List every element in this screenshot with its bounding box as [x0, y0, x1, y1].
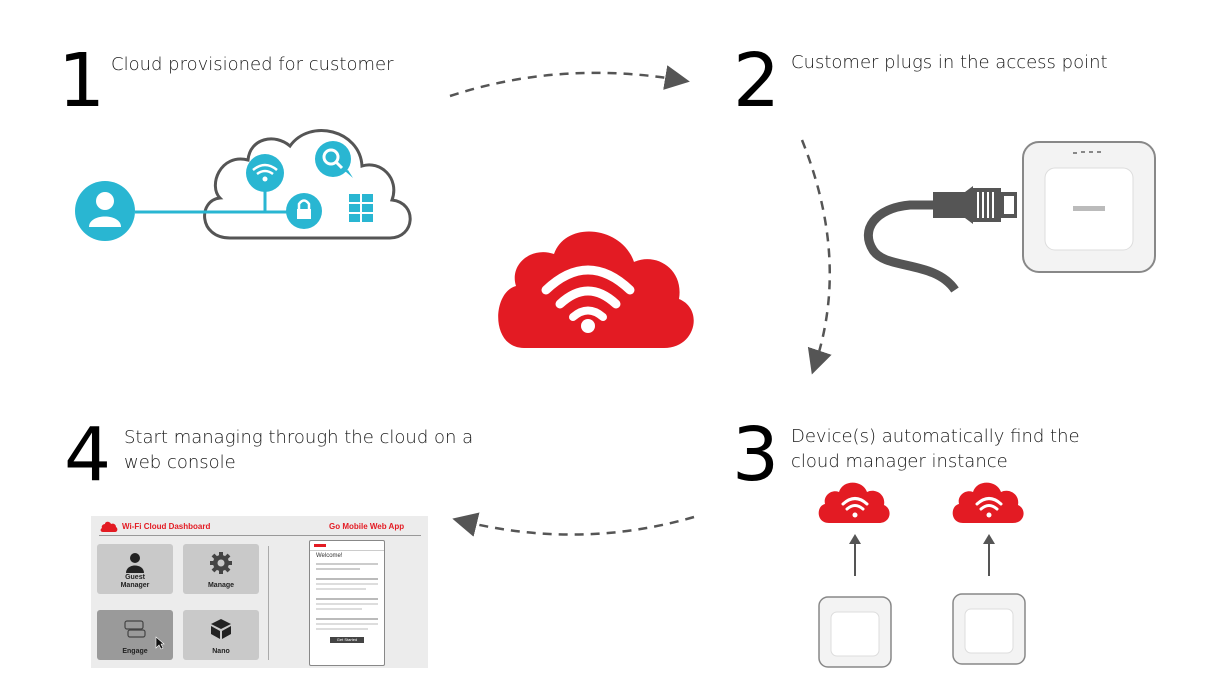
- step-2-number: 2: [733, 38, 781, 124]
- wifi-cloud-icon: [952, 482, 1024, 523]
- ethernet-cable-icon: [863, 186, 1017, 293]
- access-point-icon: [1022, 141, 1156, 273]
- cloud-logo-icon: [100, 521, 118, 532]
- wifi-cloud-icon: [818, 482, 890, 523]
- tile-manage[interactable]: Manage: [183, 544, 259, 594]
- phone-start-button[interactable]: Get Started: [330, 637, 364, 643]
- step-1-text: Cloud provisioned for customer: [111, 54, 394, 75]
- arrow-2-to-3: [800, 139, 832, 375]
- search-icon: [315, 141, 353, 178]
- tile-nano[interactable]: Nano: [183, 610, 259, 660]
- gear-icon: [210, 552, 232, 574]
- phone-content: [316, 563, 378, 630]
- wifi-cloud-icon: [498, 231, 694, 348]
- tile-label: Engage: [122, 648, 148, 655]
- arrow-3-to-4: [452, 512, 695, 537]
- windows-icon: [349, 194, 373, 222]
- phone-header: [310, 541, 384, 551]
- lock-icon: [286, 193, 322, 229]
- cursor-icon: [155, 636, 165, 650]
- step-4-number: 4: [64, 412, 112, 498]
- user-icon: [126, 553, 144, 573]
- access-point-icon: [952, 593, 1026, 665]
- arrow-1-to-2: [449, 65, 690, 98]
- phone-welcome: Welcome!: [316, 553, 343, 559]
- access-point-icon: [818, 596, 892, 668]
- dashboard-title: Wi-Fi Cloud Dashboard: [122, 522, 211, 531]
- mobile-app-label: Go Mobile Web App: [329, 522, 405, 531]
- tile-label: Nano: [212, 648, 230, 655]
- tile-guest-manager[interactable]: Guest Manager: [97, 544, 173, 594]
- step-3-text: Device(s) automatically find the cloud m…: [791, 426, 1080, 472]
- step-4-text: Start managing through the cloud on a we…: [124, 427, 474, 473]
- header-divider: [99, 535, 421, 536]
- dashboard-screenshot: Wi-Fi Cloud Dashboard Go Mobile Web App …: [91, 516, 428, 668]
- cloud-provisioning-illustration: [75, 129, 412, 241]
- nano-icon: [211, 619, 231, 639]
- user-icon: [75, 181, 135, 241]
- wifi-icon: [246, 154, 284, 192]
- step-3-number: 3: [732, 412, 780, 498]
- phone-mockup: Welcome! Get Started: [309, 540, 385, 666]
- arrow-up-icon: [849, 534, 861, 576]
- tile-label: Manage: [207, 582, 235, 589]
- device-1-group: [818, 482, 892, 668]
- panel-divider: [268, 546, 269, 660]
- step-1-number: 1: [58, 38, 106, 124]
- device-2-group: [952, 482, 1026, 665]
- tile-engage[interactable]: Engage: [97, 610, 173, 660]
- step-2-text: Customer plugs in the access point: [791, 52, 1108, 73]
- tile-label: Guest Manager: [120, 574, 150, 589]
- arrow-up-icon: [983, 534, 995, 576]
- chat-icon: [124, 620, 146, 638]
